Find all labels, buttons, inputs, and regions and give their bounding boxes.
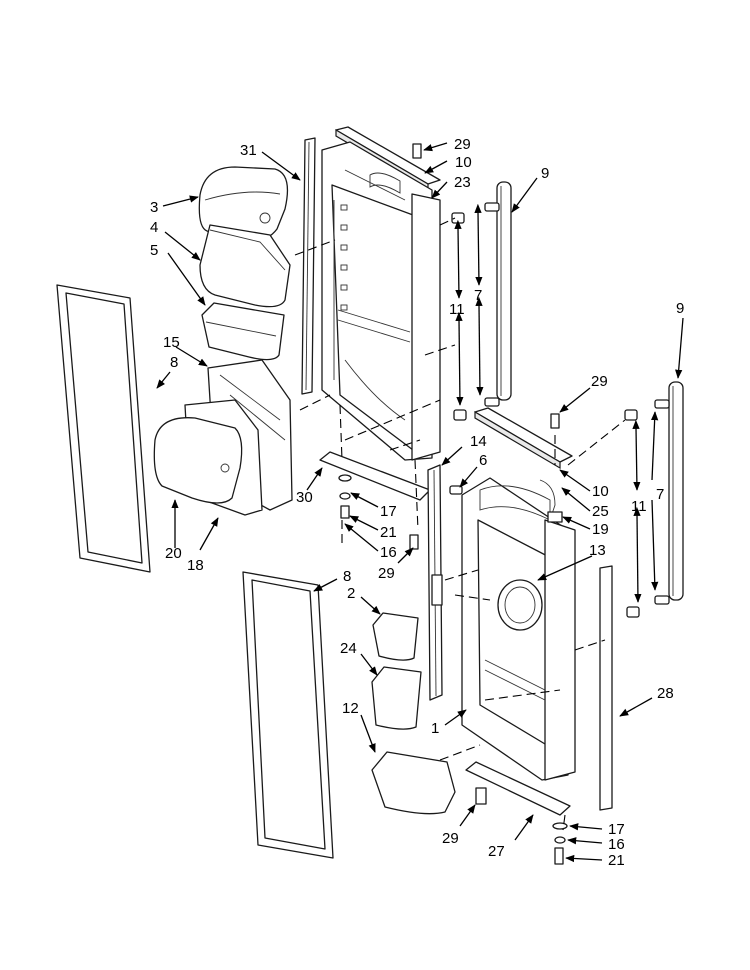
callout-29-right: 29 — [591, 373, 608, 390]
part-14-mullion — [427, 464, 443, 701]
part-8-door-gasket-lower — [242, 571, 334, 859]
hinge-hardware-lower — [552, 822, 568, 865]
part-3-bin-cover — [198, 166, 289, 243]
callout-7-left: 7 — [474, 287, 482, 304]
part-10-top-cap-right — [474, 407, 573, 470]
callout-16-lower: 16 — [608, 836, 625, 853]
callout-16-upper: 16 — [380, 544, 397, 561]
hinge-hardware-upper — [338, 474, 352, 519]
callout-28: 28 — [657, 685, 674, 702]
callout-24: 24 — [340, 640, 357, 657]
callout-31: 31 — [240, 142, 257, 159]
hinge-screws-lower — [409, 534, 487, 805]
callout-29-top: 29 — [454, 136, 471, 153]
callout-10-right: 10 — [592, 483, 609, 500]
callout-20: 20 — [165, 545, 182, 562]
callout-11-left: 11 — [449, 301, 465, 318]
callout-11-right: 11 — [631, 498, 647, 515]
callout-21-upper: 21 — [380, 524, 397, 541]
callout-2: 2 — [347, 585, 355, 602]
callout-8-lower: 8 — [343, 568, 351, 585]
part-6-screw — [449, 485, 463, 495]
top-screws — [412, 143, 560, 429]
right-door-liner — [461, 477, 576, 781]
callout-9-right: 9 — [676, 300, 684, 317]
callout-4: 4 — [150, 219, 158, 236]
callouts: 31 29 10 23 9 3 4 5 11 7 15 8 14 6 30 17… — [150, 136, 684, 869]
part-27-hinge-bracket — [465, 761, 571, 816]
callout-17-upper: 17 — [380, 503, 397, 520]
handle-screws-right — [624, 399, 670, 618]
callout-19: 19 — [592, 521, 609, 538]
callout-8-upper: 8 — [170, 354, 178, 371]
callout-3: 3 — [150, 199, 158, 216]
callout-15: 15 — [163, 334, 180, 351]
callout-17-lower: 17 — [608, 821, 625, 838]
part-9-right-handle — [668, 381, 684, 601]
alignment-lines — [294, 217, 626, 831]
part-23-left-door-liner — [321, 141, 441, 461]
part-20-bin-front — [153, 417, 243, 504]
callout-10-left: 10 — [455, 154, 472, 171]
callout-18: 18 — [187, 557, 204, 574]
part-2-small-bin — [372, 612, 419, 661]
callout-29-mid: 29 — [378, 565, 395, 582]
part-5-door-bin — [201, 302, 285, 361]
callout-30: 30 — [296, 489, 313, 506]
part-24-bin — [371, 666, 422, 730]
callout-25: 25 — [592, 503, 609, 520]
callout-29-bottom: 29 — [442, 830, 459, 847]
callout-5: 5 — [150, 242, 158, 259]
callout-12: 12 — [342, 700, 359, 717]
callout-23: 23 — [454, 174, 471, 191]
callout-6: 6 — [479, 452, 487, 469]
callout-9-left: 9 — [541, 165, 549, 182]
callout-1: 1 — [431, 720, 439, 737]
callout-7-right: 7 — [656, 486, 664, 503]
callout-21-lower: 21 — [608, 852, 625, 869]
callout-14: 14 — [470, 433, 487, 450]
part-25-water-tube — [539, 479, 563, 523]
part-4-door-bin — [199, 224, 291, 308]
part-8-door-gasket-upper — [56, 284, 151, 573]
part-12-bin — [371, 751, 456, 815]
leader-lines — [156, 142, 684, 863]
part-28-door-trim — [599, 565, 613, 811]
part-31-door-trim — [301, 137, 316, 395]
part-9-left-handle — [496, 181, 512, 401]
callout-13: 13 — [589, 542, 606, 559]
callout-27: 27 — [488, 843, 505, 860]
